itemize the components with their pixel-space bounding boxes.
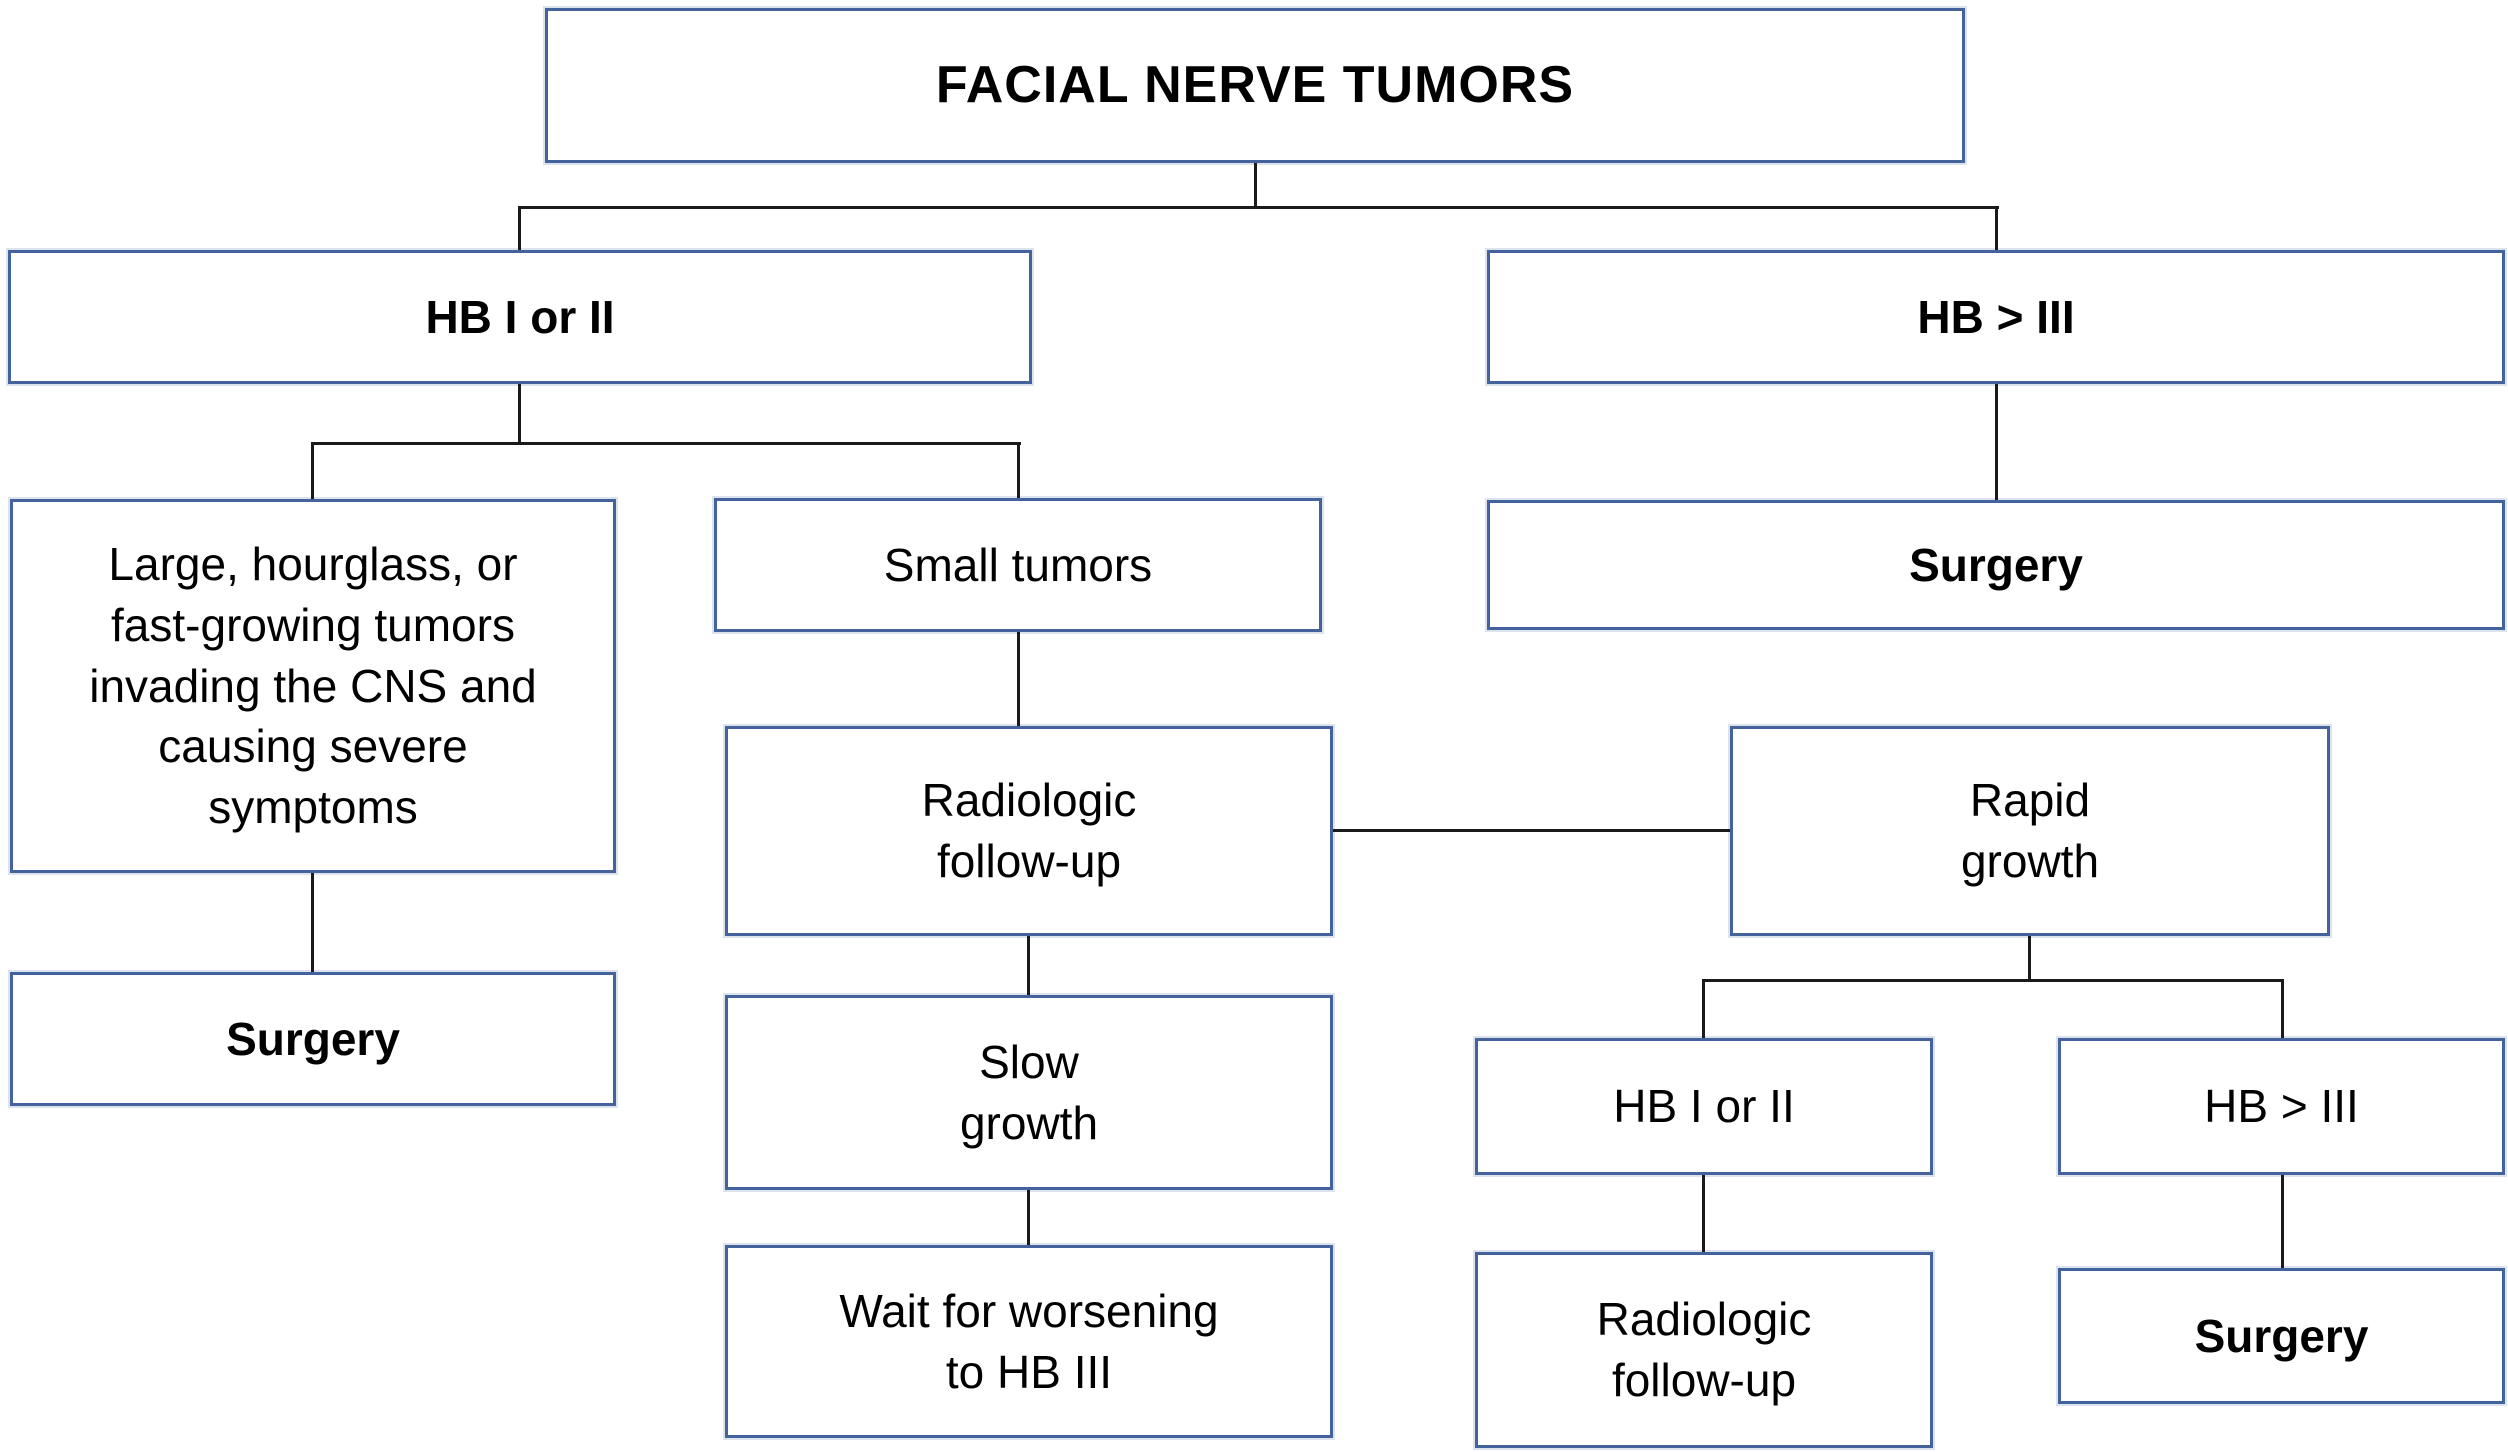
connector-rapid-growth-bar [1702,979,2284,982]
connector-radiologic-to-slow-growth [1027,936,1030,995]
node-radiologic-followup-after-rapid: Radiologic follow-up [1475,1252,1933,1448]
connector-slow-growth-to-wait [1027,1190,1030,1245]
node-hb-1-or-2: HB I or II [8,250,1032,384]
connector-to-small-tumors [1017,442,1020,498]
connector-level3-bar [311,442,1021,445]
node-hb-1-or-2-after-rapid: HB I or II [1475,1038,1933,1175]
node-small-tumors: Small tumors [714,498,1322,632]
node-slow-growth: Slow growth [725,995,1333,1190]
connector-large-tumors-to-surgery [311,873,314,972]
connector-to-surgery-after-rapid [2281,1175,2284,1268]
connector-small-tumors-to-radiologic [1017,632,1020,726]
connector-level2-bar [518,206,1999,209]
connector-to-hb-1-or-2-after-rapid [1702,979,1705,1038]
connector-hb-gt-3-to-surgery [1995,384,1998,500]
node-hb-gt-3-after-rapid: HB > III [2058,1038,2505,1175]
node-facial-nerve-tumors: FACIAL NERVE TUMORS [545,8,1965,163]
connector-to-radiologic-after-rapid [1702,1175,1705,1252]
node-surgery-after-rapid: Surgery [2058,1268,2505,1404]
node-rapid-growth: Rapid growth [1730,726,2330,936]
connector-to-hb-gt-3-after-rapid [2281,979,2284,1038]
connector-to-hb-gt-3 [1995,206,1998,250]
node-surgery-large-tumors: Surgery [10,972,616,1106]
connector-rapid-growth-down [2028,936,2031,982]
node-radiologic-followup: Radiologic follow-up [725,726,1333,936]
node-wait-for-worsening: Wait for worsening to HB III [725,1245,1333,1438]
connector-root-down [1254,163,1257,209]
connector-to-hb-1-or-2 [518,206,521,250]
node-hb-gt-3: HB > III [1487,250,2505,384]
connector-radiologic-to-rapid-growth [1333,829,1730,832]
connector-to-large-tumors [311,442,314,499]
node-large-fast-growing-tumors: Large, hourglass, or fast-growing tumors… [10,499,616,873]
node-surgery-hb-gt-3: Surgery [1487,500,2505,630]
connector-hb-1-or-2-down [518,384,521,445]
